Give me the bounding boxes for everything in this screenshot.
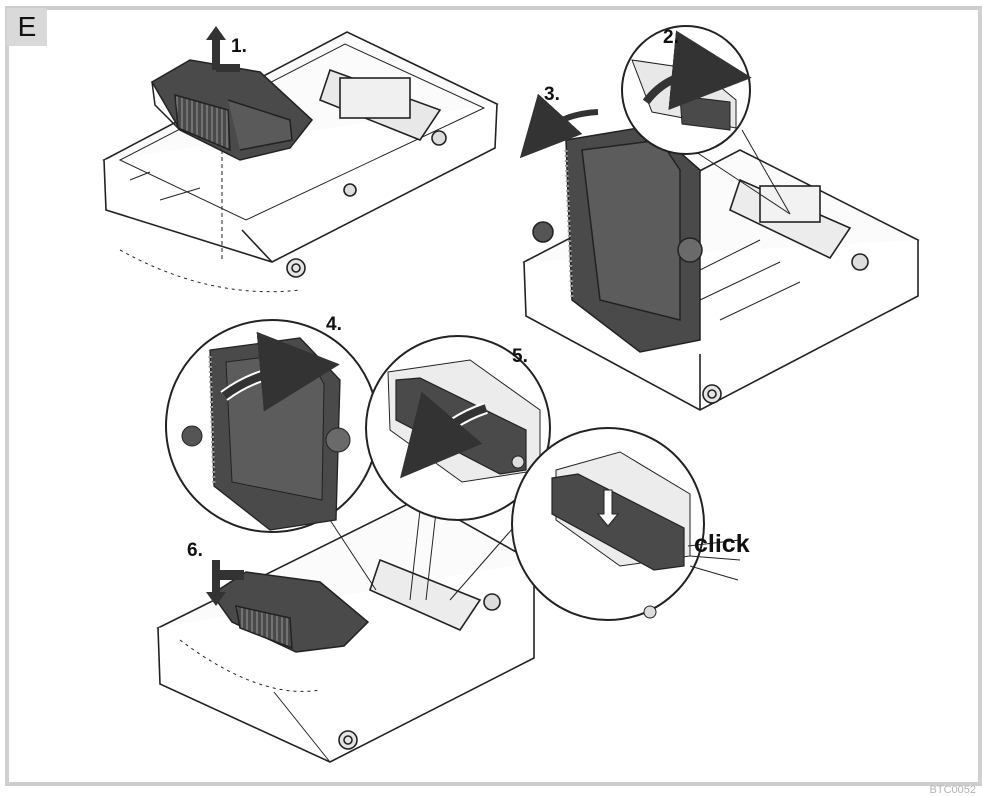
section-letter: E — [7, 8, 47, 46]
step-2-label: 2. — [663, 27, 679, 48]
arrow-step-3 — [519, 93, 599, 159]
step-5-label: 5. — [512, 346, 528, 367]
click-label: click — [694, 530, 750, 558]
module-top-left — [150, 59, 314, 161]
arrow-step-1 — [206, 26, 240, 72]
step-4-label: 4. — [326, 314, 342, 335]
enclosure-top-left — [102, 31, 499, 293]
detail-circle-click — [449, 427, 741, 621]
figure-code: BTC0052 — [929, 784, 976, 796]
module-bottom — [210, 571, 370, 653]
step-6-label: 6. — [187, 540, 203, 561]
detail-circle-step-2 — [621, 25, 791, 215]
arrow-step-6 — [206, 560, 244, 606]
figure-border — [5, 6, 982, 786]
step-1-label: 1. — [231, 36, 247, 57]
detail-circle-step-4 — [165, 319, 379, 591]
step-3-label: 3. — [544, 84, 560, 105]
detail-circle-step-5 — [365, 335, 551, 601]
